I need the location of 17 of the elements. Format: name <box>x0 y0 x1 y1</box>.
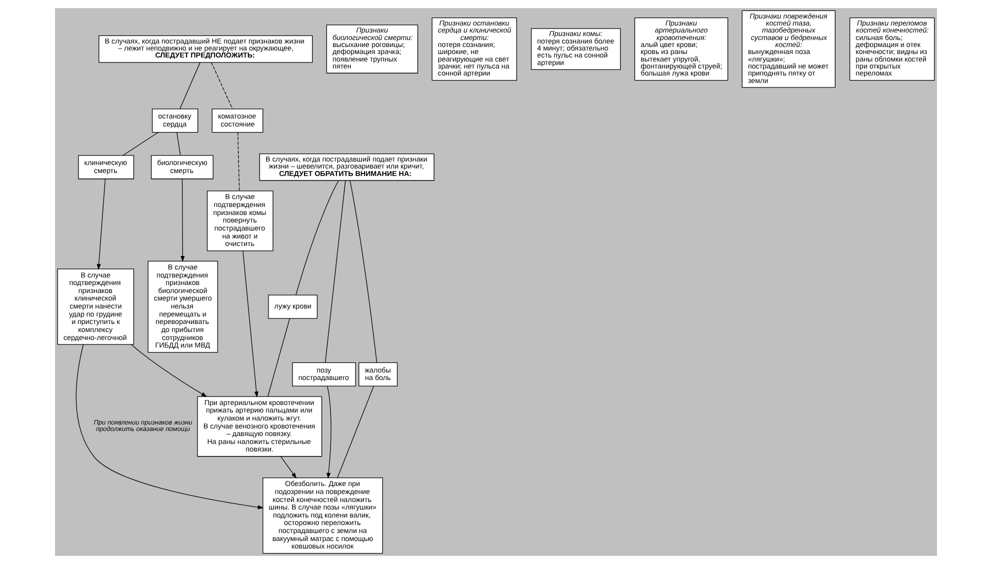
arrow <box>96 178 106 270</box>
connector <box>268 318 290 397</box>
connector <box>122 132 158 156</box>
connector <box>237 132 240 192</box>
arrow <box>76 344 264 510</box>
arrow <box>180 178 185 262</box>
arrow <box>326 386 332 479</box>
connector <box>350 180 378 363</box>
connector <box>324 180 346 363</box>
connector <box>176 132 181 156</box>
connector <box>211 62 233 110</box>
connector <box>337 386 374 478</box>
arrow <box>242 250 258 398</box>
connector <box>180 62 200 110</box>
arrow <box>131 344 208 397</box>
connector <box>296 180 340 296</box>
arrow <box>280 456 297 479</box>
